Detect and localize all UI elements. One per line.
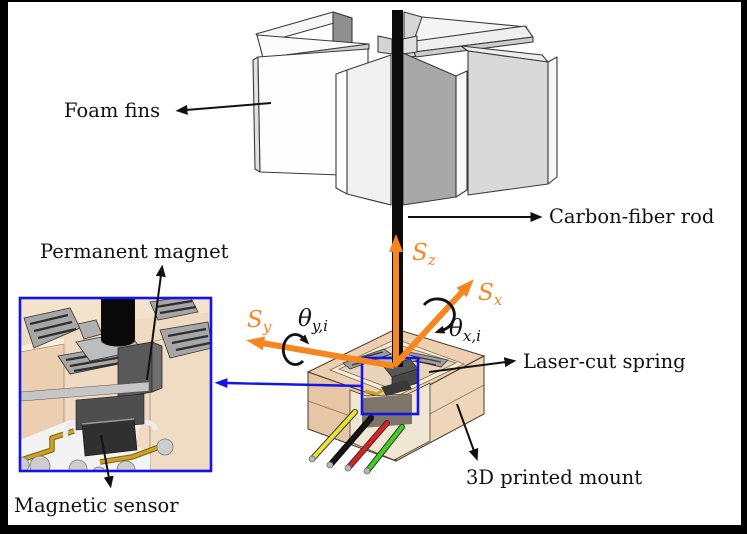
axis-sy-label: Sy bbox=[247, 307, 272, 336]
fin-hub-right bbox=[402, 35, 418, 55]
wire-red bbox=[347, 421, 389, 469]
foam-fins-label: Foam fins bbox=[64, 99, 160, 122]
rotation-arc-theta-y bbox=[281, 333, 310, 366]
wire-green bbox=[366, 425, 404, 472]
wire-yellow bbox=[311, 410, 357, 460]
fin-hub-left bbox=[377, 35, 393, 55]
fin-front-left-face bbox=[346, 54, 392, 206]
axis-sz-label: Sz bbox=[412, 240, 436, 269]
fin-right-panel-face bbox=[467, 50, 549, 196]
gold-wire-small bbox=[364, 388, 384, 396]
magnetic-sensor-chip bbox=[81, 418, 138, 457]
permanent-magnet-arrow bbox=[146, 264, 166, 381]
axis-sx-label: Sx bbox=[478, 280, 503, 309]
mount-notch-shadow bbox=[362, 394, 412, 428]
fin-front-left-edge bbox=[335, 69, 348, 195]
permanent-magnet-label: Permanent magnet bbox=[40, 240, 229, 263]
axis-sx-arrow bbox=[391, 279, 474, 369]
zoom-callout-arrow bbox=[214, 378, 363, 389]
printed-mount-arrow bbox=[456, 403, 479, 461]
magnetic-sensor-arrow bbox=[100, 434, 114, 489]
carbon-fiber-rod bbox=[392, 10, 403, 367]
annotation-arrows bbox=[100, 102, 543, 489]
theta-x-label: θx,i bbox=[449, 316, 481, 345]
inset-zoom-view bbox=[18, 296, 213, 473]
inset-sensor-mount-side bbox=[151, 341, 163, 393]
wire-black bbox=[329, 416, 373, 466]
laser-cut-spring-arrow bbox=[428, 357, 517, 373]
inset-left-wall-top bbox=[20, 338, 64, 352]
signal-wires bbox=[308, 409, 405, 475]
foam-fins-assembly bbox=[252, 11, 558, 206]
magnetic-sensor-label: Magnetic sensor bbox=[14, 494, 179, 517]
foam-fins-arrow bbox=[175, 102, 272, 115]
fin-right-panel-edge bbox=[547, 56, 558, 185]
theta-y-label: θy,i bbox=[298, 306, 328, 335]
laser-cut-spring-label: Laser-cut spring bbox=[523, 350, 686, 373]
carbon-fiber-rod-label: Carbon-fiber rod bbox=[549, 205, 714, 228]
sensor-chip-small bbox=[381, 380, 412, 396]
permanent-magnet bbox=[101, 298, 135, 347]
printed-mount-label: 3D printed mount bbox=[466, 466, 642, 489]
fin-front-right-face bbox=[402, 52, 457, 206]
wire-tips bbox=[308, 455, 371, 475]
rotation-arc-theta-x bbox=[422, 297, 456, 334]
fin-front-right-edge bbox=[455, 70, 468, 198]
inset-border bbox=[18, 296, 213, 473]
